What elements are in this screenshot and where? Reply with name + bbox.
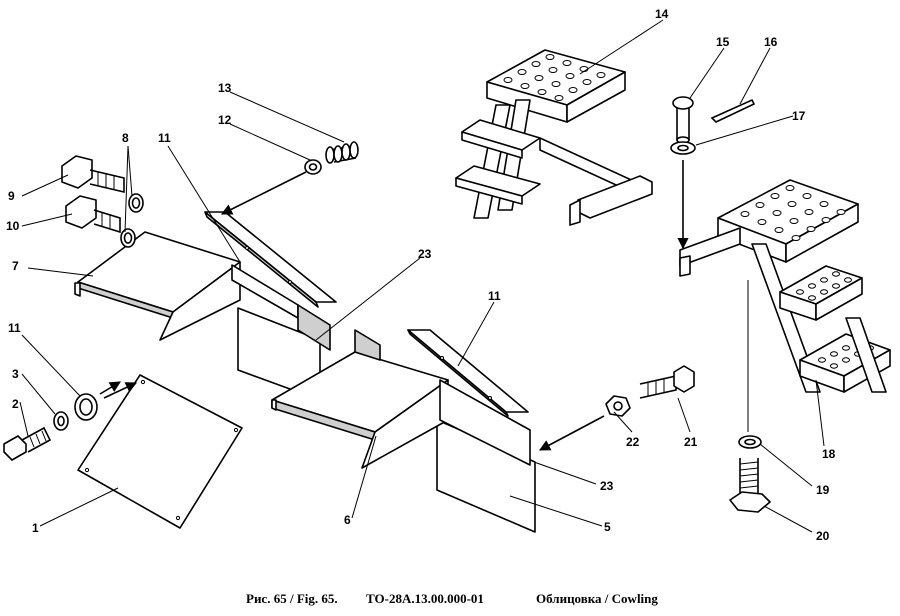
part-22-nut [605,395,631,417]
label-11-left-washer: 11 [8,321,21,335]
part-2-bolt [3,426,52,461]
part-17-washer [670,141,696,155]
label-5: 5 [604,520,611,534]
figure-caption: Рис. 65 / Fig. 65. ТО-28А.13.00.000-01 О… [246,591,658,606]
part-19-washer [738,435,762,449]
part-11-washer [74,393,98,421]
label-13: 13 [218,81,232,95]
label-21: 21 [684,435,698,449]
label-14: 14 [655,7,669,21]
label-8: 8 [122,131,129,145]
part-3-washer [53,411,69,431]
part-1-cover-plate [77,374,243,529]
assembly-arrows [99,160,749,451]
label-19: 19 [816,483,830,497]
part-13-spring [325,141,359,164]
part-18-tread-holes [740,185,846,241]
part-11-upper-bracket [204,211,337,308]
label-11-upper-bracket: 11 [158,131,171,145]
label-22: 22 [626,435,640,449]
part-16-cotter-pin [710,98,756,123]
label-2: 2 [12,397,19,411]
part-12-washer [304,159,322,175]
label-23-upper: 23 [418,247,432,261]
label-23-lower: 23 [600,479,614,493]
part-20-bolt [729,458,771,513]
label-7: 7 [12,259,19,273]
part-14-step-ladder [455,49,653,226]
caption-document-code: ТО-28А.13.00.000-01 [366,591,484,606]
label-17: 17 [792,109,806,123]
caption-figure-number: Рис. 65 / Fig. 65. [246,591,338,606]
part-labels: 1 2 3 5 6 7 8 9 10 11 11 11 12 13 14 15 … [6,7,836,543]
part-18-step-ladder [679,179,891,393]
label-11-lower-bracket: 11 [488,289,501,303]
label-6: 6 [344,513,351,527]
label-15: 15 [716,35,730,49]
part-9-bolt [61,155,125,194]
part-21-bolt [639,365,695,399]
label-10: 10 [6,219,20,233]
label-12: 12 [218,113,232,127]
leader-lines [19,19,825,533]
label-16: 16 [764,35,778,49]
label-18: 18 [822,447,836,461]
label-1: 1 [32,521,39,535]
label-20: 20 [816,529,830,543]
part-8-washers [120,193,144,248]
caption-title: Облицовка / Cowling [536,591,658,606]
part-11-lower-bracket [407,329,529,417]
label-9: 9 [8,189,15,203]
part-7-step-platform [74,231,331,351]
part-10-bolt [65,195,121,234]
part-6-step-platform [271,329,531,469]
part-15-pin [672,96,694,144]
label-3: 3 [12,367,19,381]
